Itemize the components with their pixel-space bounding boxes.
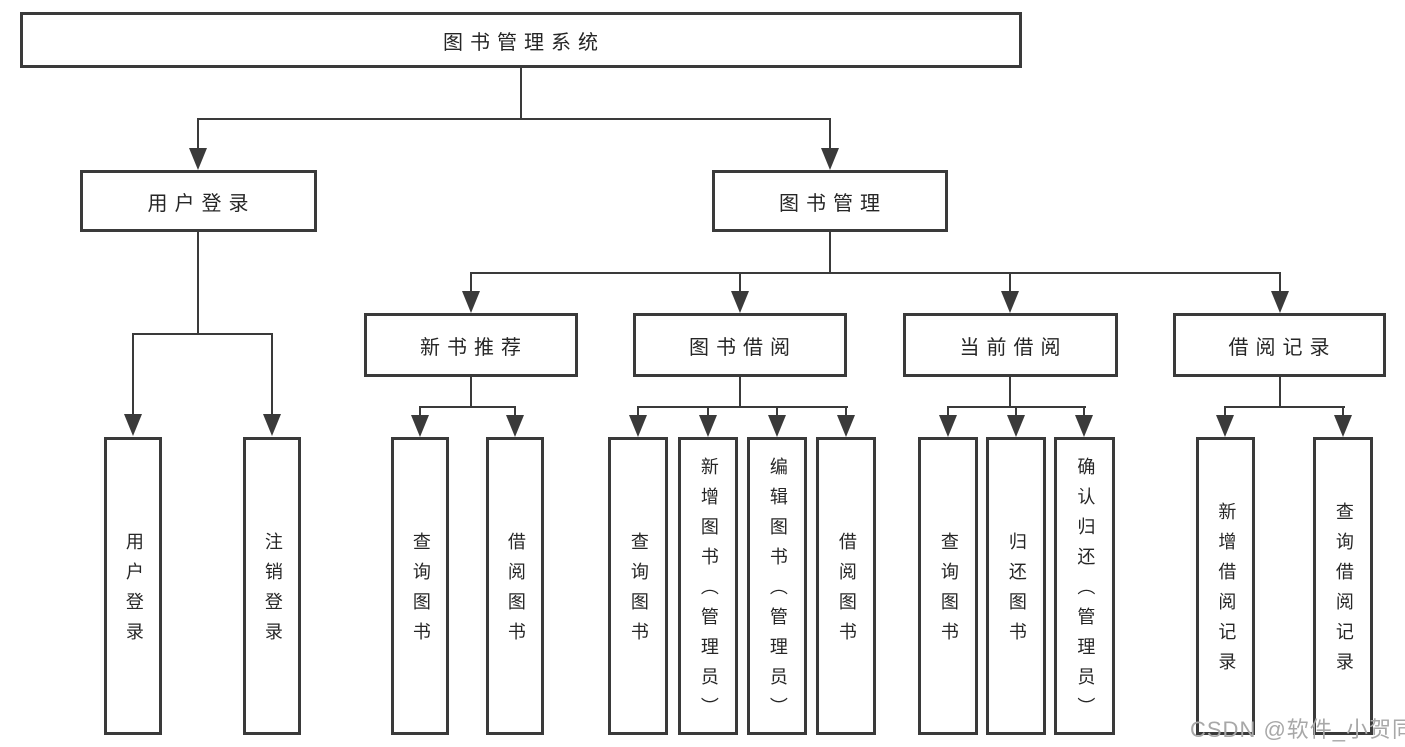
- node-label: 当前借阅: [959, 336, 1068, 359]
- arrow-down-icon: [411, 415, 429, 437]
- leaf-user-login: 用户登录: [104, 437, 162, 735]
- connector-book-mgmt-stem: [829, 232, 831, 274]
- leaf-query-borrow-records: 查询借阅记录: [1313, 437, 1373, 735]
- connector-stem: [739, 377, 741, 407]
- connector-drop: [1009, 272, 1011, 293]
- node-label: 查询借阅记录: [1333, 502, 1354, 682]
- connector-drop: [1224, 406, 1226, 417]
- node-label: 归还图书: [1006, 532, 1027, 652]
- arrow-down-icon: [1271, 291, 1289, 313]
- leaf-query-books-recommend: 查询图书: [391, 437, 449, 735]
- node-label: 图书管理系统: [443, 31, 605, 54]
- connector-stem: [1279, 377, 1281, 407]
- node-book-borrowing: 图书借阅: [633, 313, 847, 377]
- connector-stem: [1009, 377, 1011, 407]
- node-label: 借阅记录: [1228, 336, 1337, 359]
- leaf-confirm-return-admin: 确认归还（管理员）: [1054, 437, 1115, 735]
- node-label: 图书借阅: [689, 336, 797, 359]
- arrow-down-icon: [939, 415, 957, 437]
- node-label: 注销登录: [262, 532, 283, 652]
- node-library-management-system: 图书管理系统: [20, 12, 1022, 68]
- node-new-book-recommendation: 新书推荐: [364, 313, 578, 377]
- arrow-down-icon: [462, 291, 480, 313]
- connector-drop: [947, 406, 949, 417]
- connector-user-login-drop: [197, 118, 199, 150]
- arrow-down-icon: [1075, 415, 1093, 437]
- arrow-down-icon: [124, 414, 142, 436]
- arrow-down-icon: [837, 415, 855, 437]
- node-current-borrowing: 当前借阅: [903, 313, 1118, 377]
- node-user-login: 用户登录: [80, 170, 317, 232]
- arrow-down-icon: [629, 415, 647, 437]
- node-label: 确认归还（管理员）: [1075, 457, 1096, 727]
- arrow-down-icon: [506, 415, 524, 437]
- connector-bar: [419, 406, 516, 408]
- connector-user-login-bar: [132, 333, 273, 335]
- connector-drop: [1279, 272, 1281, 293]
- connector-drop: [514, 406, 516, 417]
- node-label: 查询图书: [410, 532, 431, 652]
- node-label: 新增图书（管理员）: [698, 457, 719, 727]
- node-label: 借阅图书: [505, 532, 526, 652]
- node-label: 用户登录: [147, 192, 256, 215]
- connector-root-stem: [520, 68, 522, 119]
- connector-drop: [776, 406, 778, 417]
- leaf-borrow-books: 借阅图书: [816, 437, 876, 735]
- connector-book-mgmt-bar: [470, 272, 1281, 274]
- leaf-borrow-books-recommend: 借阅图书: [486, 437, 544, 735]
- node-label: 新书推荐: [420, 336, 528, 359]
- node-label: 图书管理: [779, 192, 887, 215]
- connector-drop: [845, 406, 847, 417]
- node-book-management: 图书管理: [712, 170, 948, 232]
- arrow-down-icon: [263, 414, 281, 436]
- node-borrowing-records: 借阅记录: [1173, 313, 1386, 377]
- leaf-edit-books-admin: 编辑图书（管理员）: [747, 437, 807, 735]
- connector-stem: [470, 377, 472, 407]
- arrow-down-icon: [768, 415, 786, 437]
- arrow-down-icon: [1001, 291, 1019, 313]
- connector-drop: [419, 406, 421, 417]
- leaf-query-books-current: 查询图书: [918, 437, 978, 735]
- leaf-logout: 注销登录: [243, 437, 301, 735]
- connector-drop: [707, 406, 709, 417]
- connector-drop: [271, 333, 273, 417]
- node-label: 借阅图书: [836, 532, 857, 652]
- arrow-down-icon: [699, 415, 717, 437]
- connector-drop: [1083, 406, 1085, 417]
- connector-root-bar: [197, 118, 831, 120]
- connector-bar: [637, 406, 848, 408]
- connector-drop: [132, 333, 134, 417]
- connector-drop: [739, 272, 741, 293]
- node-label: 新增借阅记录: [1216, 502, 1237, 682]
- connector-drop: [637, 406, 639, 417]
- arrow-down-icon: [1334, 415, 1352, 437]
- leaf-add-books-admin: 新增图书（管理员）: [678, 437, 738, 735]
- node-label: 查询图书: [628, 532, 649, 652]
- node-label: 编辑图书（管理员）: [767, 457, 788, 727]
- leaf-query-books-borrowing: 查询图书: [608, 437, 668, 735]
- leaf-return-books: 归还图书: [986, 437, 1046, 735]
- connector-bar: [1224, 406, 1345, 408]
- connector-drop: [470, 272, 472, 293]
- leaf-add-borrow-record: 新增借阅记录: [1196, 437, 1255, 735]
- arrow-down-icon: [731, 291, 749, 313]
- connector-book-mgmt-drop: [829, 118, 831, 150]
- connector-drop: [1342, 406, 1344, 417]
- arrow-down-icon: [189, 148, 207, 170]
- node-label: 用户登录: [123, 532, 144, 652]
- arrow-down-icon: [1007, 415, 1025, 437]
- node-label: 查询图书: [938, 532, 959, 652]
- connector-user-login-stem: [197, 232, 199, 335]
- connector-drop: [1015, 406, 1017, 417]
- arrow-down-icon: [821, 148, 839, 170]
- csdn-watermark: CSDN @软件_小贺同学: [1190, 717, 1405, 742]
- arrow-down-icon: [1216, 415, 1234, 437]
